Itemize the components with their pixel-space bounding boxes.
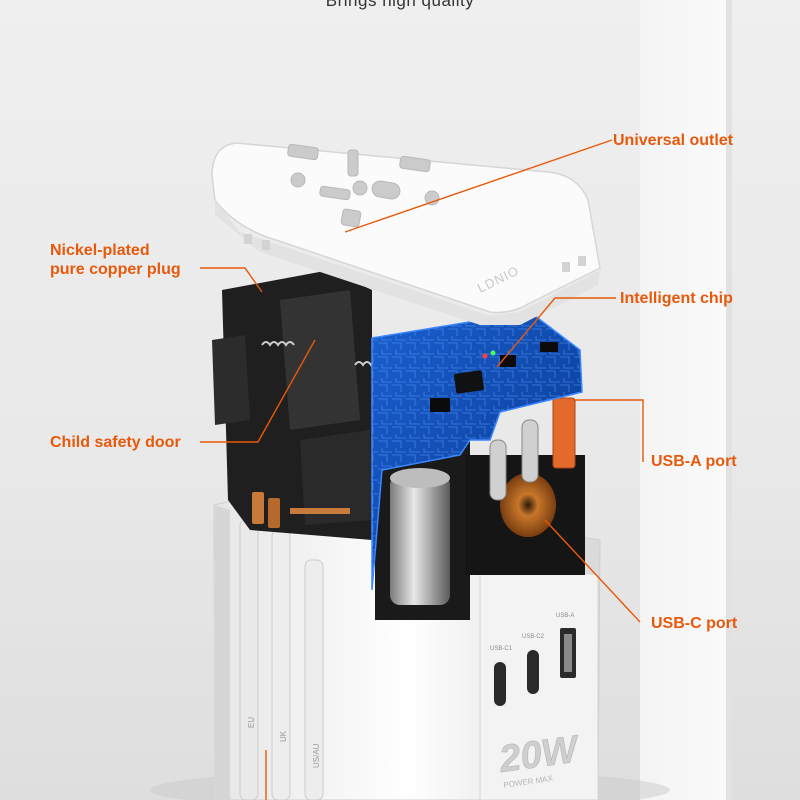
leader-intelligent-chip bbox=[496, 297, 616, 368]
usb-c2-port-icon bbox=[527, 650, 539, 694]
callout-lines bbox=[200, 139, 644, 800]
copper-pin-icon bbox=[252, 492, 264, 524]
plug-label-us-au: US/AU bbox=[312, 743, 321, 768]
outlet-sockets bbox=[287, 143, 440, 228]
leader-universal-outlet bbox=[344, 139, 613, 233]
port-label-usb-a: USB-A bbox=[556, 613, 574, 619]
leader-usb-a-port bbox=[575, 399, 644, 462]
tagline: Brings high quality bbox=[325, 0, 475, 10]
power-rating: 20W bbox=[496, 728, 583, 781]
pcb-board bbox=[371, 311, 583, 591]
leader-child-safety-door bbox=[200, 339, 316, 443]
power-components bbox=[375, 397, 585, 620]
usb-c1-port-icon bbox=[494, 662, 506, 706]
callout-child-safety-door: Child safety door bbox=[50, 434, 181, 451]
plug-label-eu: EU bbox=[247, 717, 256, 728]
plug-label-uk: UK bbox=[279, 730, 288, 742]
leader-usb-c-port bbox=[544, 519, 641, 623]
callout-copper-plug: Nickel-plated pure copper plug bbox=[50, 241, 181, 279]
plug-slot-eu bbox=[239, 519, 259, 800]
universal-outlet-lid bbox=[211, 142, 601, 325]
plug-mechanism bbox=[212, 270, 380, 540]
copper-coil-icon bbox=[500, 473, 556, 537]
port-label-usb-c2: USB-C2 bbox=[522, 634, 545, 640]
callout-universal-outlet: Universal outlet bbox=[613, 132, 734, 149]
plug-slot-us bbox=[304, 559, 324, 800]
capacitor-icon bbox=[390, 475, 450, 605]
callout-usb-a-port: USB-A port bbox=[651, 453, 737, 470]
wall-panel-edge bbox=[726, 0, 732, 800]
wall-panel-light bbox=[640, 0, 730, 800]
port-label-usb-c1: USB-C1 bbox=[490, 646, 513, 652]
chip-icon bbox=[454, 370, 484, 394]
callout-copper-plug-line2: pure copper plug bbox=[50, 261, 181, 278]
plug-slot-uk bbox=[271, 529, 291, 800]
leader-copper-plug bbox=[200, 267, 263, 293]
callout-intelligent-chip: Intelligent chip bbox=[620, 290, 733, 307]
spring-icon bbox=[261, 341, 295, 347]
callout-copper-plug-line1: Nickel-plated bbox=[50, 242, 150, 259]
callout-usb-c-port: USB-C port bbox=[651, 615, 738, 632]
